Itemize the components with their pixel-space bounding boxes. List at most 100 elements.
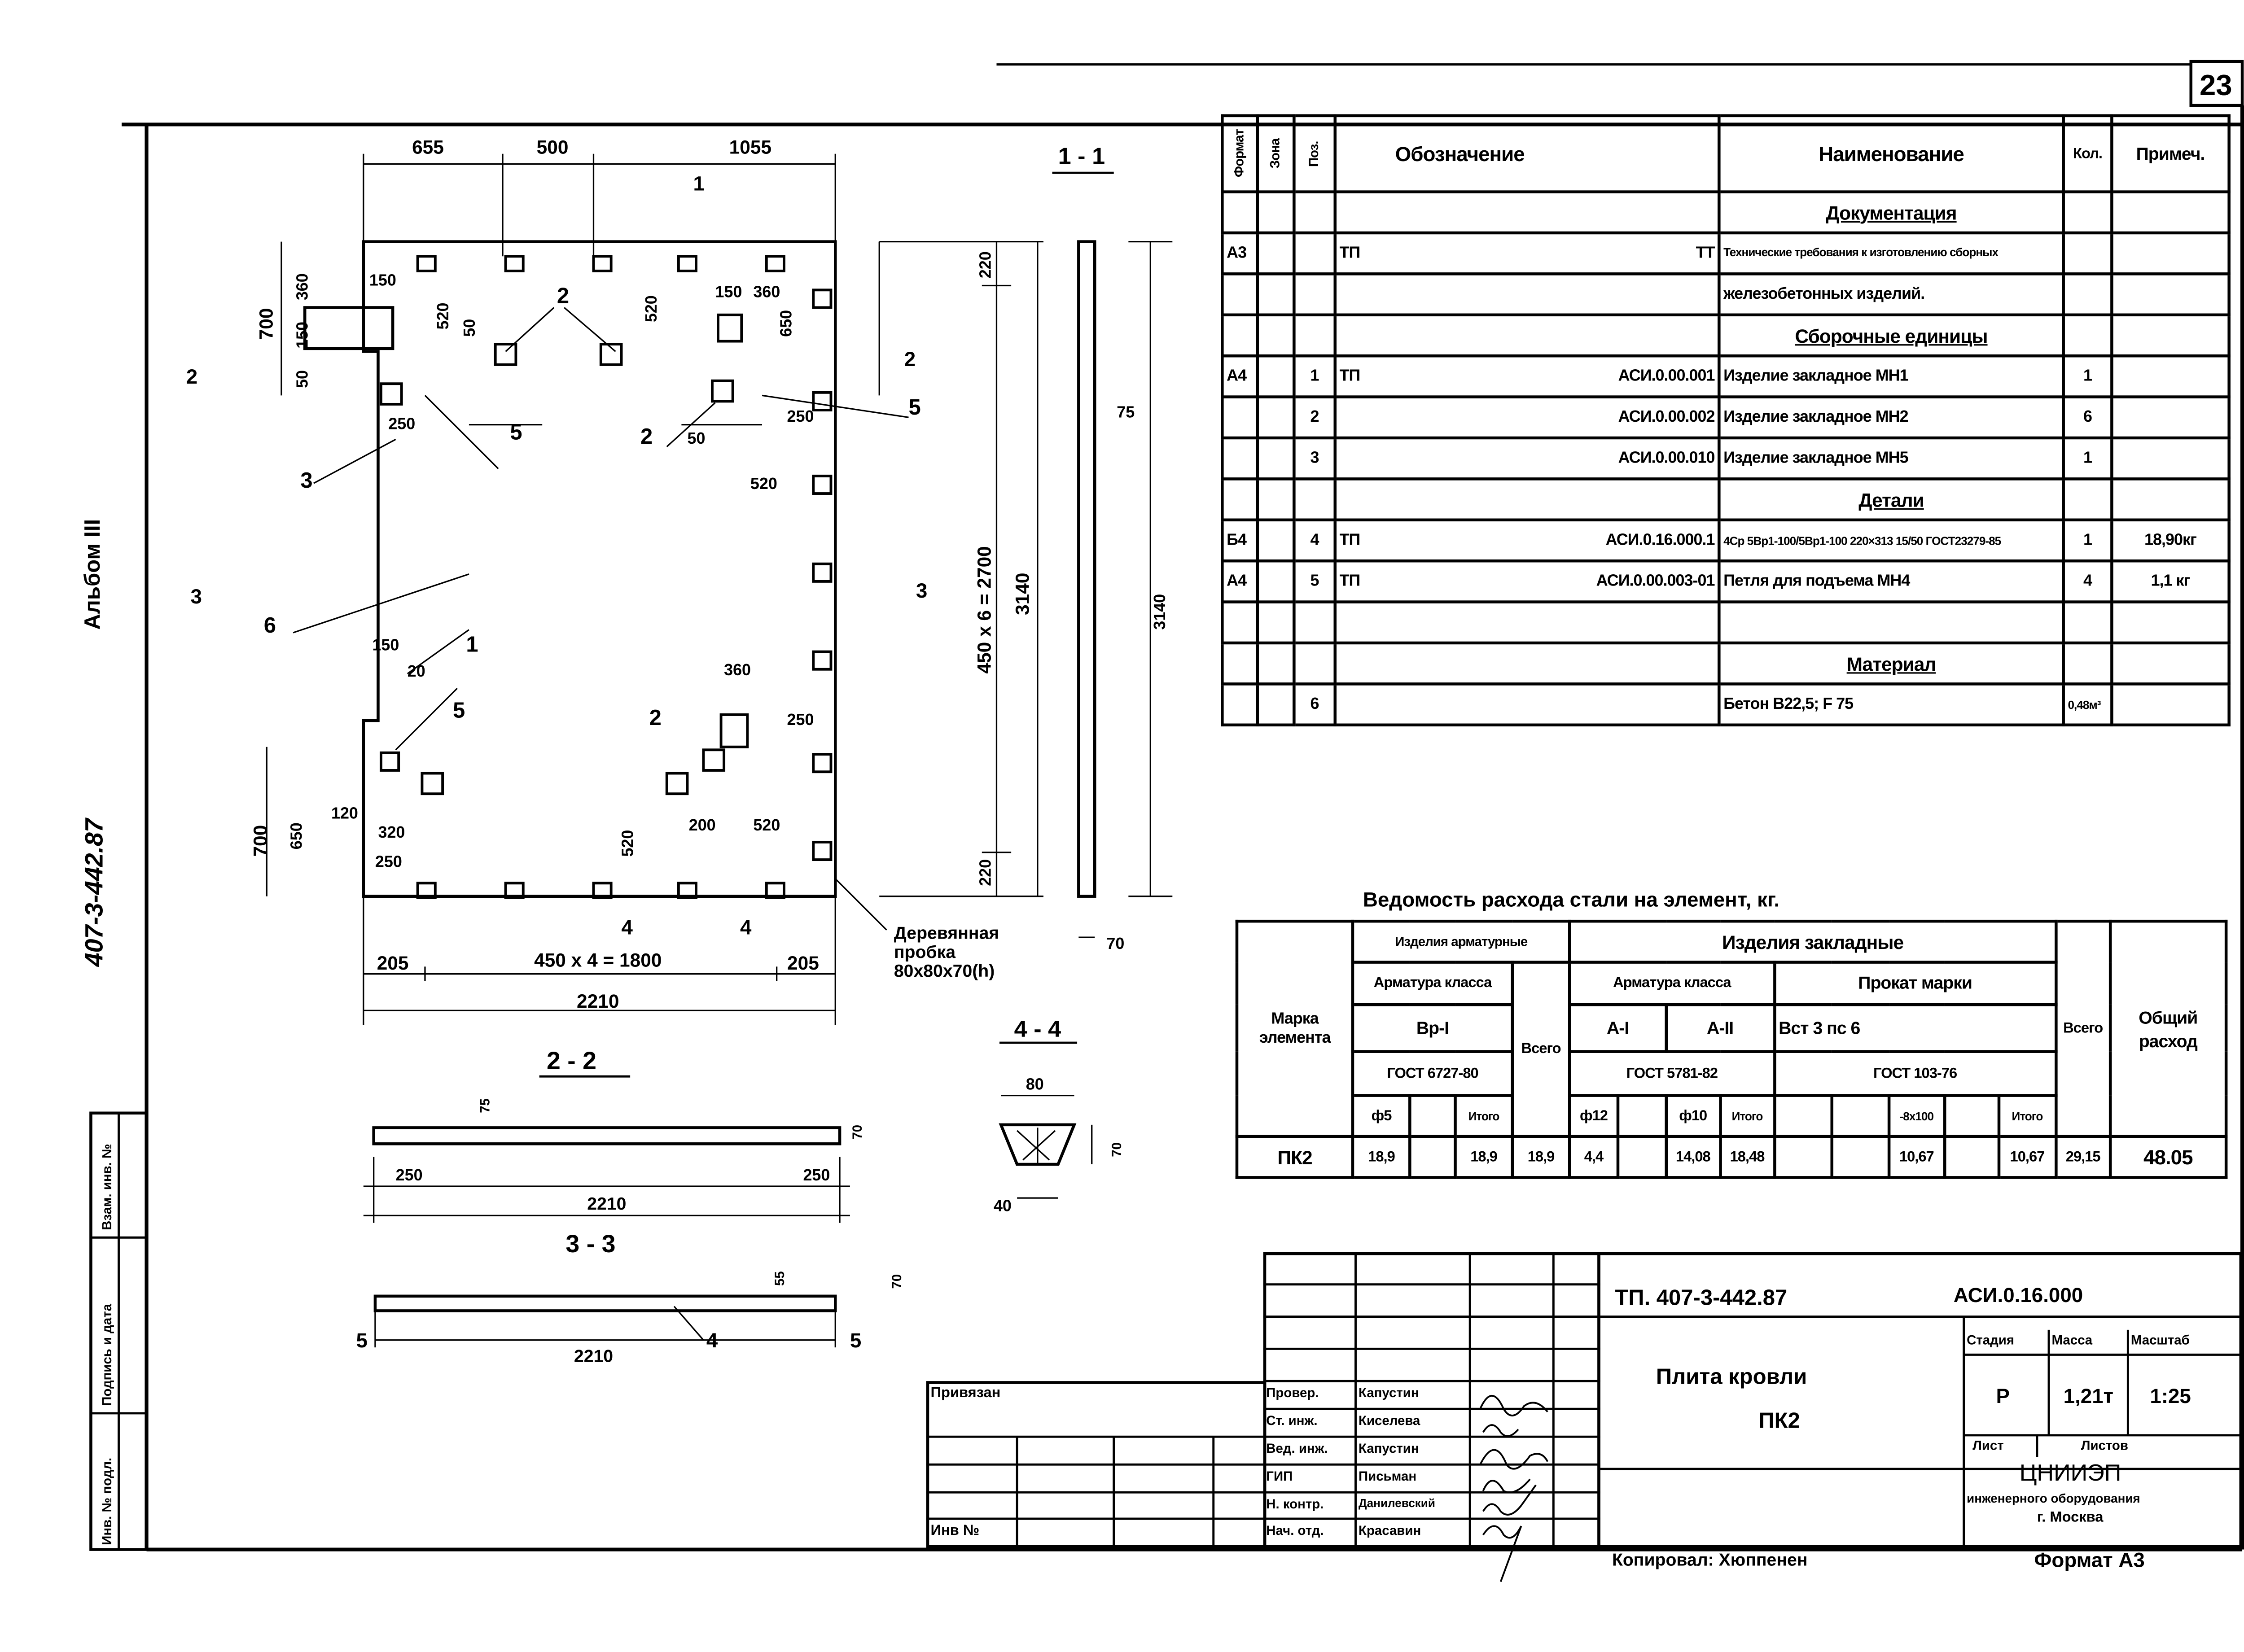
wood-plug-note: Деревянная пробка 80х80х70(h)	[894, 922, 999, 982]
header-mark: Марка элемента	[1235, 919, 1354, 1138]
header-name: Наименование	[1718, 114, 2065, 193]
callout-6: 6	[264, 613, 276, 638]
s33-dim: 70	[890, 1274, 904, 1289]
specification-table: Формат Зона Поз. Обозначение Наименовани…	[1221, 114, 2231, 727]
inner-dim: 150	[372, 635, 399, 654]
cell-value: 18,9	[1454, 1135, 1514, 1179]
cell-value: 18,48	[1718, 1135, 1776, 1179]
callout-1: 1	[466, 633, 478, 657]
inner-dim: 20	[408, 662, 425, 680]
signer-role: ГИП	[1266, 1468, 1293, 1484]
cut-mark-2: 2	[186, 365, 197, 388]
table-row: Сборочные единицы	[1221, 313, 2231, 358]
section-assembly-units: Сборочные единицы	[1718, 313, 2065, 358]
s33-dim: 2210	[574, 1347, 613, 1366]
s22-dim: 2210	[587, 1194, 626, 1214]
callout-2: 2	[649, 706, 662, 730]
cell-value: 10,67	[1887, 1135, 1946, 1179]
spec-header-row: Формат Зона Поз. Обозначение Наименовани…	[1222, 114, 2231, 193]
class-a1: А-I	[1568, 1003, 1668, 1053]
hatched-opening	[303, 306, 394, 350]
cell-designation-code: АСИ.0.00.010	[1333, 436, 1721, 481]
title-main-box	[1597, 1252, 2243, 1548]
header-grand-total: Общий расход	[2108, 919, 2228, 1138]
col-subtotal: Итого	[1454, 1094, 1514, 1138]
cell-qty: 1	[2062, 354, 2113, 398]
s33-callout-4: 4	[706, 1329, 718, 1352]
inner-dim: 150	[369, 271, 396, 289]
inner-dim: 250	[787, 710, 814, 729]
class-vr: Вр-I	[1351, 1003, 1514, 1053]
cell-name: 4Ср 5Вр1-100/5Вр1-100 220×313 15/50 ГОСТ…	[1718, 518, 2065, 563]
cell-pos: 4	[1293, 518, 1337, 563]
cut-mark-2: 2	[904, 348, 916, 371]
attached-label: Привязан	[930, 1385, 1001, 1402]
callout-2: 2	[640, 424, 653, 449]
inv-no-label: Инв №	[930, 1523, 980, 1539]
page-number: 23	[2200, 69, 2232, 101]
cell-value: 14,08	[1664, 1135, 1722, 1179]
section-4-4	[999, 1041, 1093, 1199]
dim-top-1: 655	[412, 137, 444, 158]
signer-name: Письман	[1359, 1468, 1417, 1484]
header-qty: Кол.	[2062, 114, 2113, 193]
inner-dim: 120	[331, 804, 358, 822]
cell-mark: ПК2	[1235, 1135, 1354, 1179]
inner-dim: 650	[776, 310, 795, 337]
cell-pos: 3	[1293, 436, 1337, 481]
inner-dim: 320	[378, 823, 405, 841]
cell-qty: 6	[2062, 395, 2113, 440]
table-row: Материал	[1221, 641, 2231, 686]
mass-value: 1,21т	[2063, 1384, 2114, 1407]
steel-consumption-table: Марка элемента Изделия арматурные Издели…	[1235, 919, 2228, 1179]
table-row: Документация	[1221, 190, 2231, 235]
stage-value: Р	[1996, 1384, 2010, 1407]
table-row: железобетонных изделий.	[1221, 272, 2231, 317]
cut-mark-1: 1	[693, 172, 705, 195]
inner-dim: 250	[787, 407, 814, 425]
cell-pos: 6	[1293, 682, 1337, 727]
inner-dim: 520	[750, 474, 777, 493]
cell-value: 10,67	[1997, 1135, 2058, 1179]
header-total: Всего	[2054, 919, 2112, 1138]
cell-name: Изделие закладное МН1	[1718, 354, 2065, 398]
inner-dim: 250	[388, 414, 415, 433]
project-number: ТП. 407-3-442.87	[1615, 1285, 1788, 1311]
grade-vst: Вст 3 пс 6	[1773, 1003, 2058, 1053]
cell-qty: 1	[2062, 436, 2113, 481]
cell-name: Технические требования к изготовлению сб…	[1718, 231, 2065, 275]
copied-by: Копировал: Хюппенен	[1612, 1549, 1808, 1570]
cell-doc: ТП	[1339, 244, 1361, 262]
cell-value: 18,9	[1511, 1135, 1571, 1179]
cell-value: 18,9	[1351, 1135, 1411, 1179]
dim-side-3140: 3140	[1012, 573, 1033, 615]
cell-name: Петля для подъема МН4	[1718, 559, 2065, 603]
s22-dim: 250	[396, 1166, 423, 1184]
section-1-1	[1052, 171, 1173, 938]
cell-note: 18,90кг	[2110, 518, 2231, 563]
col-d10: ф10	[1664, 1094, 1722, 1138]
col-d12: ф12	[1568, 1094, 1619, 1138]
cut-mark-4: 4	[740, 916, 752, 939]
dim-bottom-total: 2210	[577, 991, 619, 1012]
s33-callout-5: 5	[850, 1329, 861, 1352]
cell-qty: 0,48м³	[2062, 682, 2113, 727]
callout-2: 2	[557, 284, 569, 308]
sheets-label: Листов	[2081, 1438, 2128, 1453]
col-d5: ф5	[1351, 1094, 1411, 1138]
project-code-vertical: 407-3-442.87	[80, 817, 108, 967]
header-rebar-class-emb: Арматура класса	[1568, 961, 1776, 1006]
cell-pos: 5	[1293, 559, 1337, 603]
s22-dim: 250	[803, 1166, 830, 1184]
s11-dim: 3140	[1150, 594, 1169, 630]
cell-grand-total: 48.05	[2108, 1135, 2228, 1179]
org-subtitle: инженерного оборудования	[1967, 1490, 2140, 1506]
header-format: Формат	[1222, 115, 1258, 192]
signer-name: Капустин	[1359, 1385, 1419, 1400]
dim-side-150: 150	[293, 322, 311, 349]
s44-dim: 70	[1109, 1142, 1124, 1157]
